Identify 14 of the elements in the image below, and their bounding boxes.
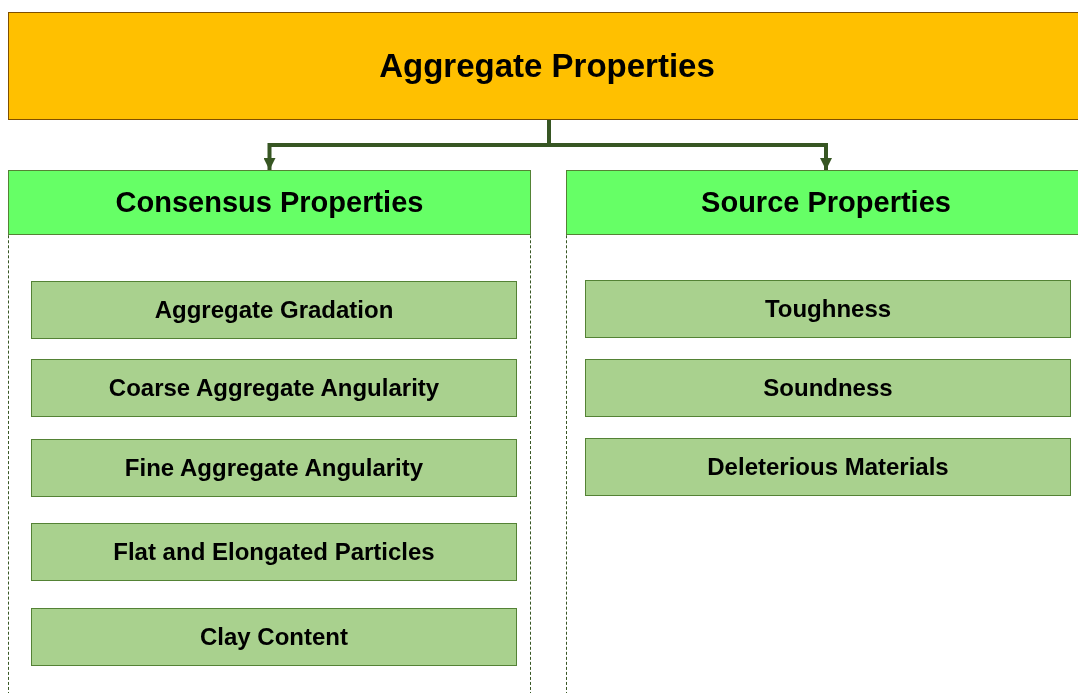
property-box: Flat and Elongated Particles — [31, 523, 517, 581]
column-heading: Consensus Properties — [8, 170, 531, 235]
property-box: Aggregate Gradation — [31, 281, 517, 339]
arrow — [547, 120, 832, 170]
property-box: Soundness — [585, 359, 1071, 417]
property-box: Coarse Aggregate Angularity — [31, 359, 517, 417]
title-box: Aggregate Properties — [8, 12, 1078, 120]
column-panel — [8, 170, 531, 693]
column-panel — [566, 170, 1078, 693]
property-box: Toughness — [585, 280, 1071, 338]
property-box: Clay Content — [31, 608, 517, 666]
property-box: Deleterious Materials — [585, 438, 1071, 496]
property-box: Fine Aggregate Angularity — [31, 439, 517, 497]
column-heading: Source Properties — [566, 170, 1078, 235]
